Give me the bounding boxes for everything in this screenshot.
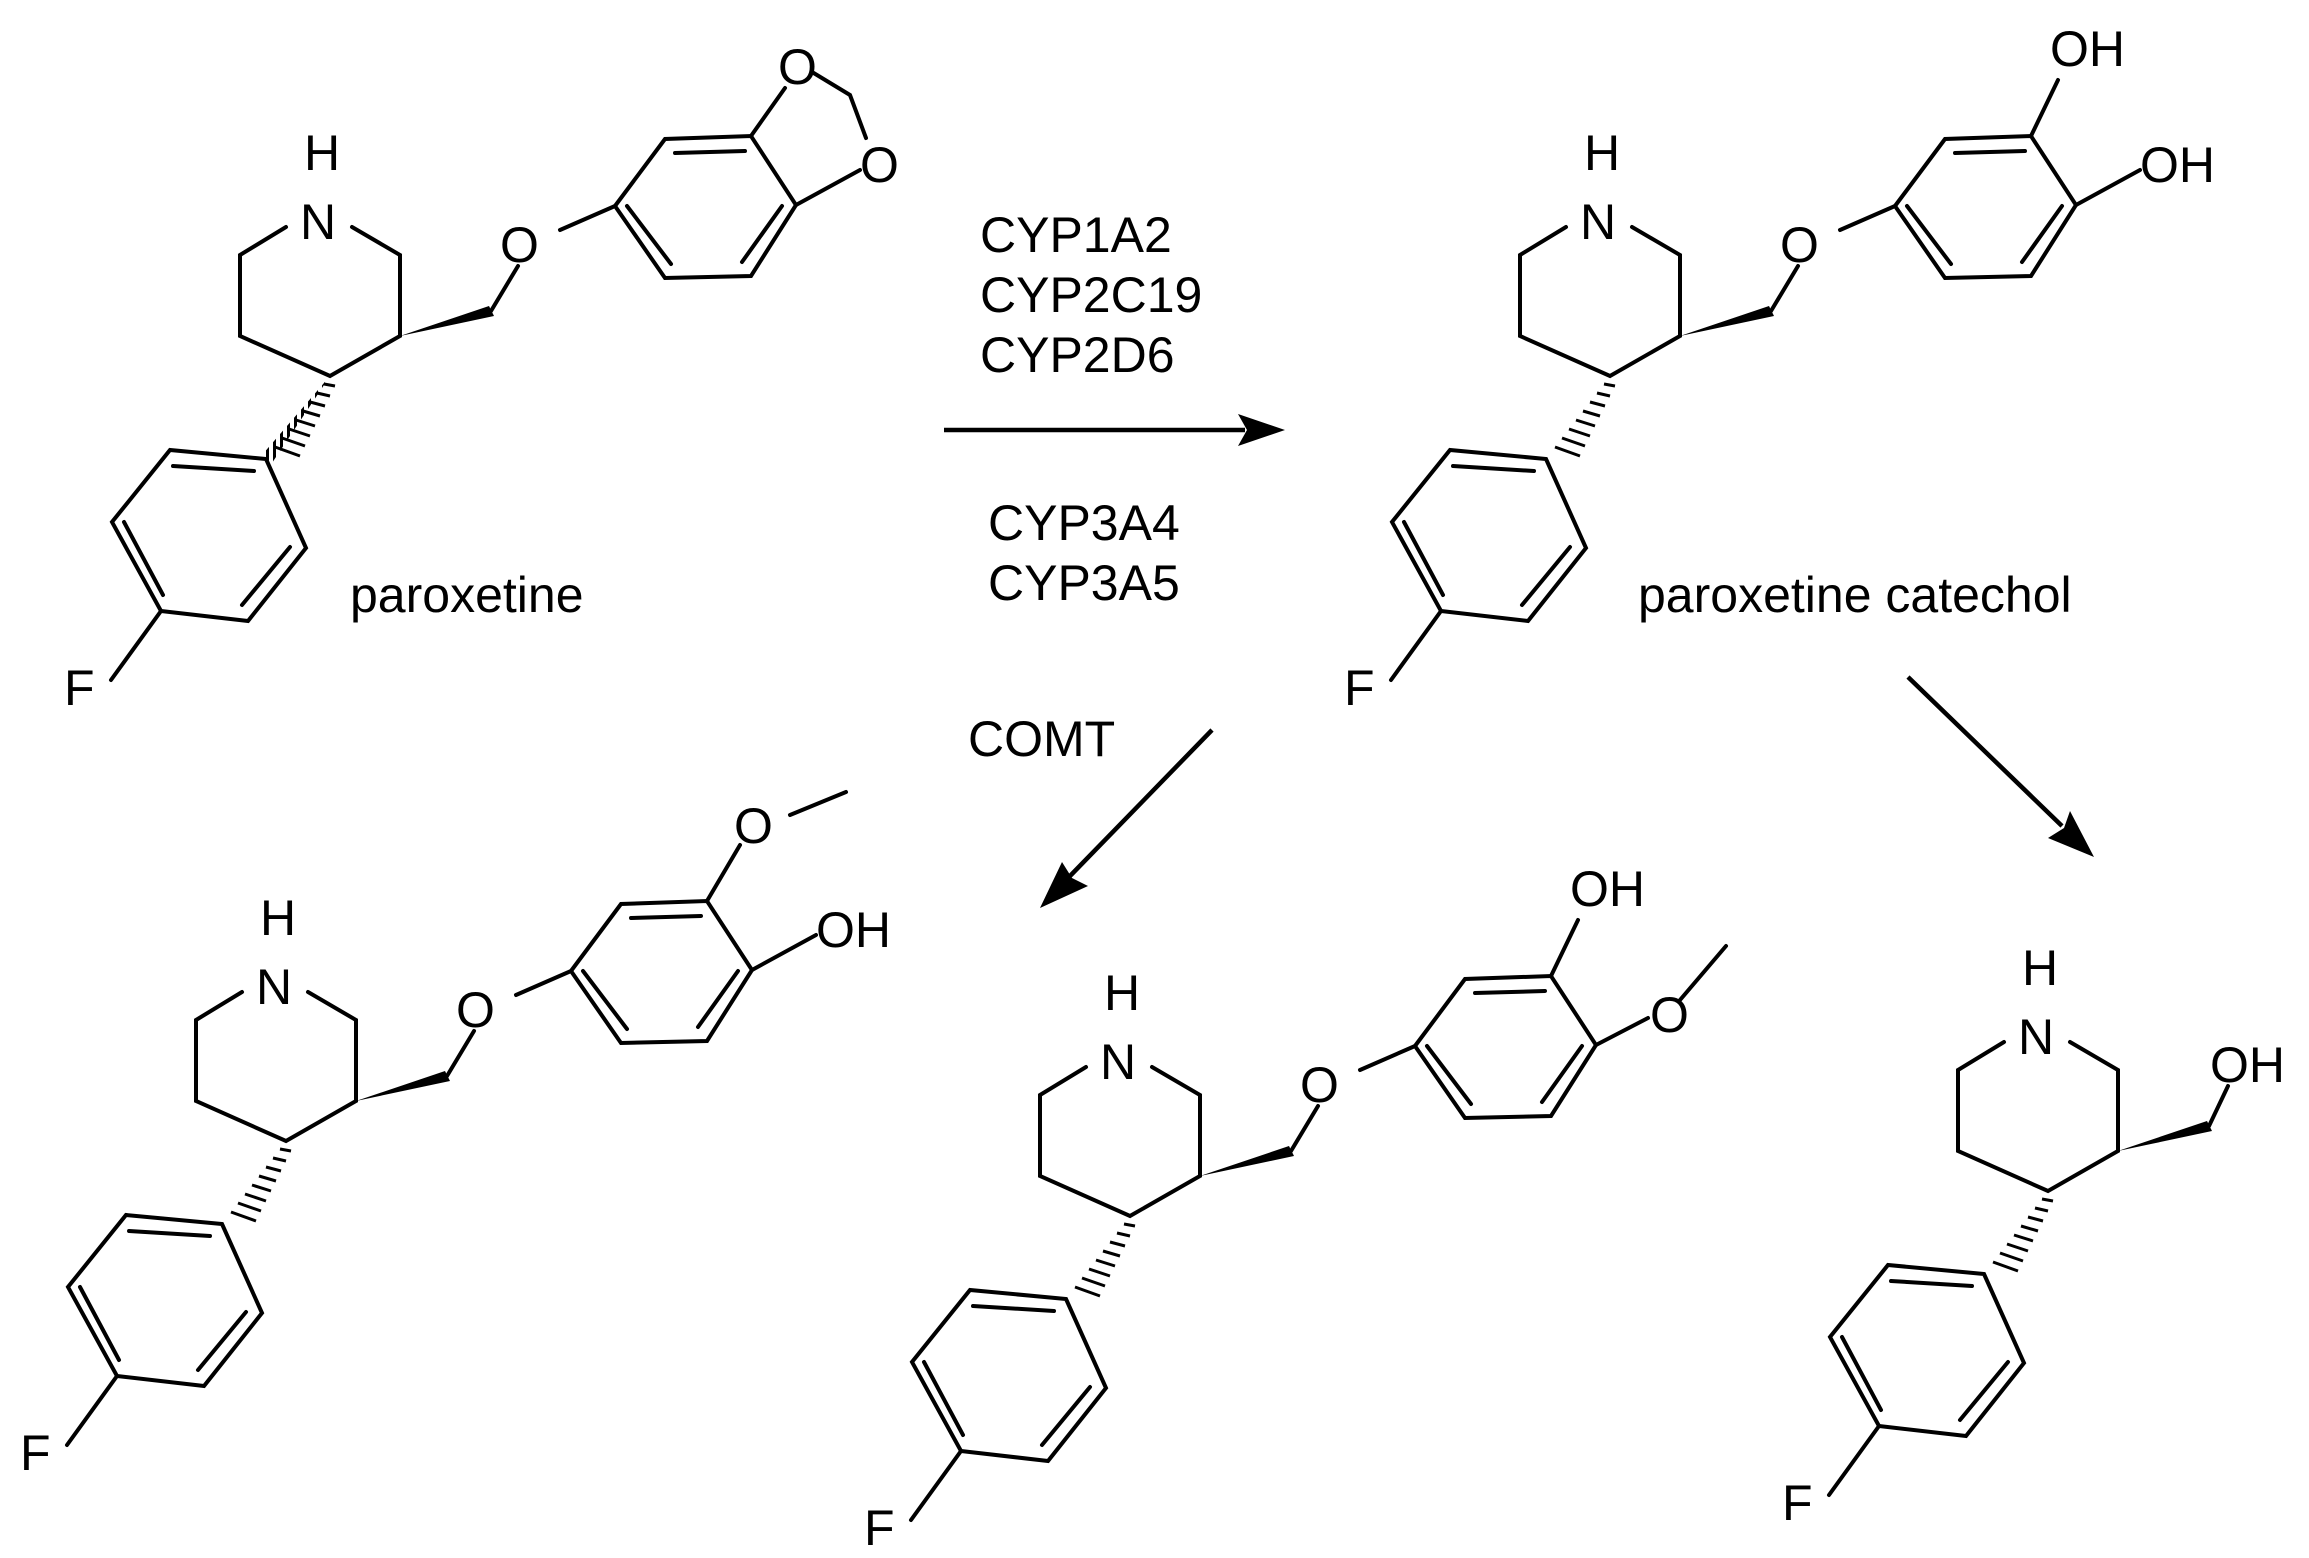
atom-H: H — [2022, 940, 2058, 996]
enzyme-label: CYP3A4 — [988, 495, 1180, 551]
atom-O: O — [778, 39, 817, 95]
atom-H: H — [1104, 965, 1140, 1021]
reaction-arrow-cleavage[interactable] — [1906, 675, 2094, 857]
atom-N: N — [300, 194, 336, 250]
reaction-arrow-comt[interactable] — [1040, 728, 1214, 908]
atom-N: N — [256, 959, 292, 1015]
enzyme-label: CYP2C19 — [980, 267, 1202, 323]
structure-hydroxy-methoxy-2: N H F O OH O — [864, 861, 1728, 1556]
label-paroxetine-catechol: paroxetine catechol — [1638, 567, 2072, 623]
atom-OH: OH — [816, 902, 891, 958]
label-paroxetine: paroxetine — [350, 567, 584, 623]
atom-F: F — [64, 660, 95, 716]
atom-O: O — [734, 798, 773, 854]
atom-OH: OH — [2140, 137, 2215, 193]
enzyme-label: CYP1A2 — [980, 207, 1172, 263]
enzyme-label-comt: COMT — [968, 711, 1115, 767]
structure-paroxetine: N H F O O O — [64, 39, 899, 716]
atom-N: N — [1580, 194, 1616, 250]
reaction-arrow-cyp[interactable] — [944, 414, 1285, 446]
structure-methoxy-hydroxy-1: N H F O O OH — [20, 790, 891, 1481]
atom-O: O — [500, 217, 539, 273]
hashed-bond — [262, 376, 330, 463]
atom-H: H — [260, 890, 296, 946]
enzyme-label: CYP3A5 — [988, 555, 1180, 611]
atom-F: F — [1344, 660, 1375, 716]
atom-N: N — [2018, 1009, 2054, 1065]
atom-OH: OH — [2210, 1037, 2285, 1093]
atom-N: N — [1100, 1034, 1136, 1090]
atom-O: O — [1300, 1057, 1339, 1113]
atom-OH: OH — [1570, 861, 1645, 917]
atom-H: H — [1584, 125, 1620, 181]
structure-hydroxymethyl-3: N H F OH — [1782, 940, 2285, 1531]
atom-O: O — [1780, 217, 1819, 273]
atom-O: O — [456, 982, 495, 1038]
atom-O: O — [860, 137, 899, 193]
atom-OH: OH — [2050, 21, 2125, 77]
wedge-bond — [1200, 1146, 1294, 1176]
atom-F: F — [1782, 1475, 1813, 1531]
wedge-bond — [400, 306, 494, 336]
atom-F: F — [20, 1425, 51, 1481]
wedge-bond — [356, 1071, 450, 1101]
wedge-bond — [1680, 306, 1774, 336]
enzyme-label: CYP2D6 — [980, 327, 1175, 383]
wedge-bond — [2118, 1121, 2212, 1151]
atom-F: F — [864, 1500, 895, 1556]
structure-paroxetine-catechol: N H F O OH OH — [1344, 21, 2215, 716]
atom-H: H — [304, 125, 340, 181]
